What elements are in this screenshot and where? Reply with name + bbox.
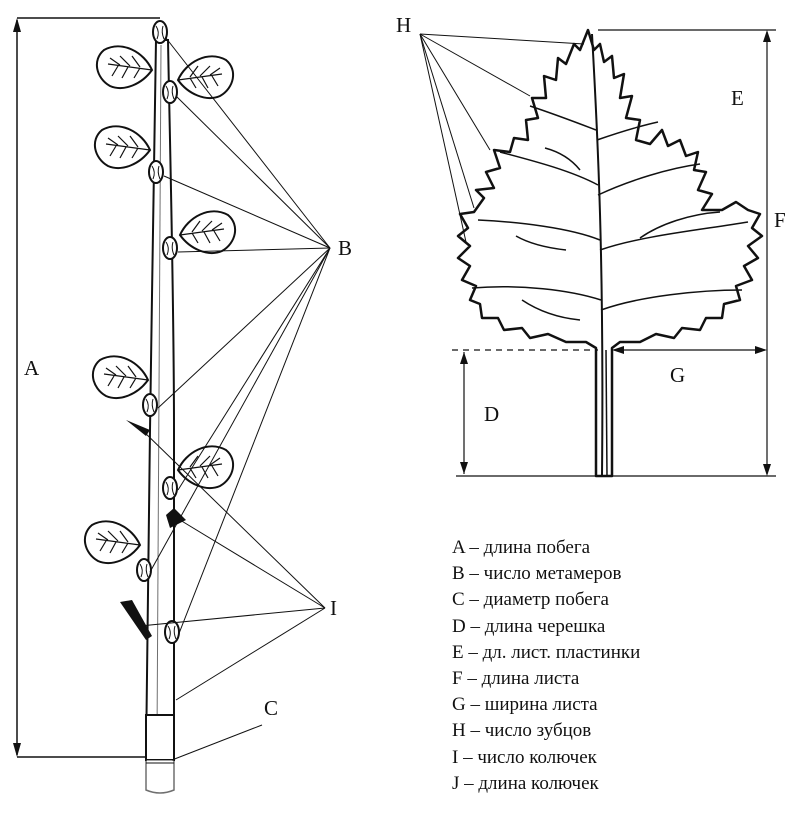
leaders-b [150,38,330,636]
legend-item-j: J – длина колючек [452,771,787,797]
label-c: C [264,698,278,719]
legend-item-e: E – дл. лист. пластинки [452,640,787,666]
legend-item-h: H – число зубцов [452,718,787,744]
bud [153,21,167,43]
legend-item-d: D – длина черешка [452,614,787,640]
stem-base-ring [146,715,174,760]
label-h: H [396,15,411,36]
bud [137,559,151,581]
bud [143,394,157,416]
label-g: G [670,365,685,386]
leader-c [172,725,262,760]
legend-item-c: C – диаметр побега [452,587,787,613]
legend-item-b: B – число метамеров [452,561,787,587]
label-f: F [774,210,786,231]
legend: A – длина побега B – число метамеров C –… [452,535,787,797]
label-b: B [338,238,352,259]
leaf [85,521,140,563]
leaf [95,126,150,168]
bud [163,477,177,499]
label-i: I [330,598,337,619]
label-d: D [484,404,499,425]
legend-item-f: F – длина листа [452,666,787,692]
leaf-blade [458,30,762,476]
legend-item-i: I – число колючек [452,745,787,771]
label-e: E [731,88,744,109]
legend-item-a: A – длина побега [452,535,787,561]
leaf [180,211,235,253]
leaf [178,446,233,488]
leaf [93,356,148,398]
bud [149,161,163,183]
bud [163,237,177,259]
bud [165,621,179,643]
bud [163,81,177,103]
label-a: A [24,358,39,379]
shoot-drawing [13,18,330,793]
leaf-drawing [420,30,776,476]
leaf [178,56,233,98]
legend-item-g: G – ширина листа [452,692,787,718]
leaf [97,46,152,88]
